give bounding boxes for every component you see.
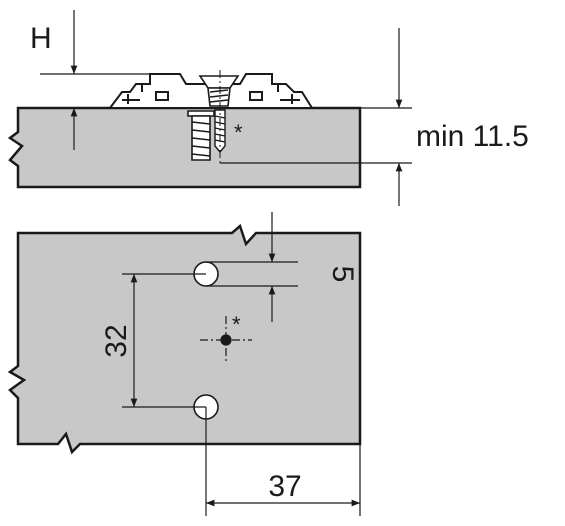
screw-mark-top: * bbox=[234, 120, 243, 145]
dimension-edge-distance bbox=[205, 407, 361, 516]
dowel-side bbox=[187, 110, 215, 161]
dimension-min-thickness bbox=[220, 28, 412, 206]
label-edge-distance: 37 bbox=[268, 470, 301, 503]
dimension-hole-spacing bbox=[122, 273, 206, 408]
label-hole-offset: 5 bbox=[326, 266, 359, 283]
label-hole-spacing: 32 bbox=[100, 324, 133, 357]
panel-plan bbox=[7, 223, 362, 455]
screw-point bbox=[200, 316, 252, 364]
side-view: * H min 11.5 bbox=[7, 10, 529, 206]
dimension-hole-offset bbox=[206, 212, 298, 322]
label-min-thickness: min 11.5 bbox=[416, 120, 529, 153]
screw-head-side bbox=[198, 75, 240, 107]
screw-mark-bottom: * bbox=[232, 312, 241, 337]
panel-section-side bbox=[7, 106, 362, 189]
dimension-h bbox=[40, 10, 150, 150]
plan-view: * 5 32 37 bbox=[7, 212, 362, 516]
label-h: H bbox=[30, 22, 52, 55]
